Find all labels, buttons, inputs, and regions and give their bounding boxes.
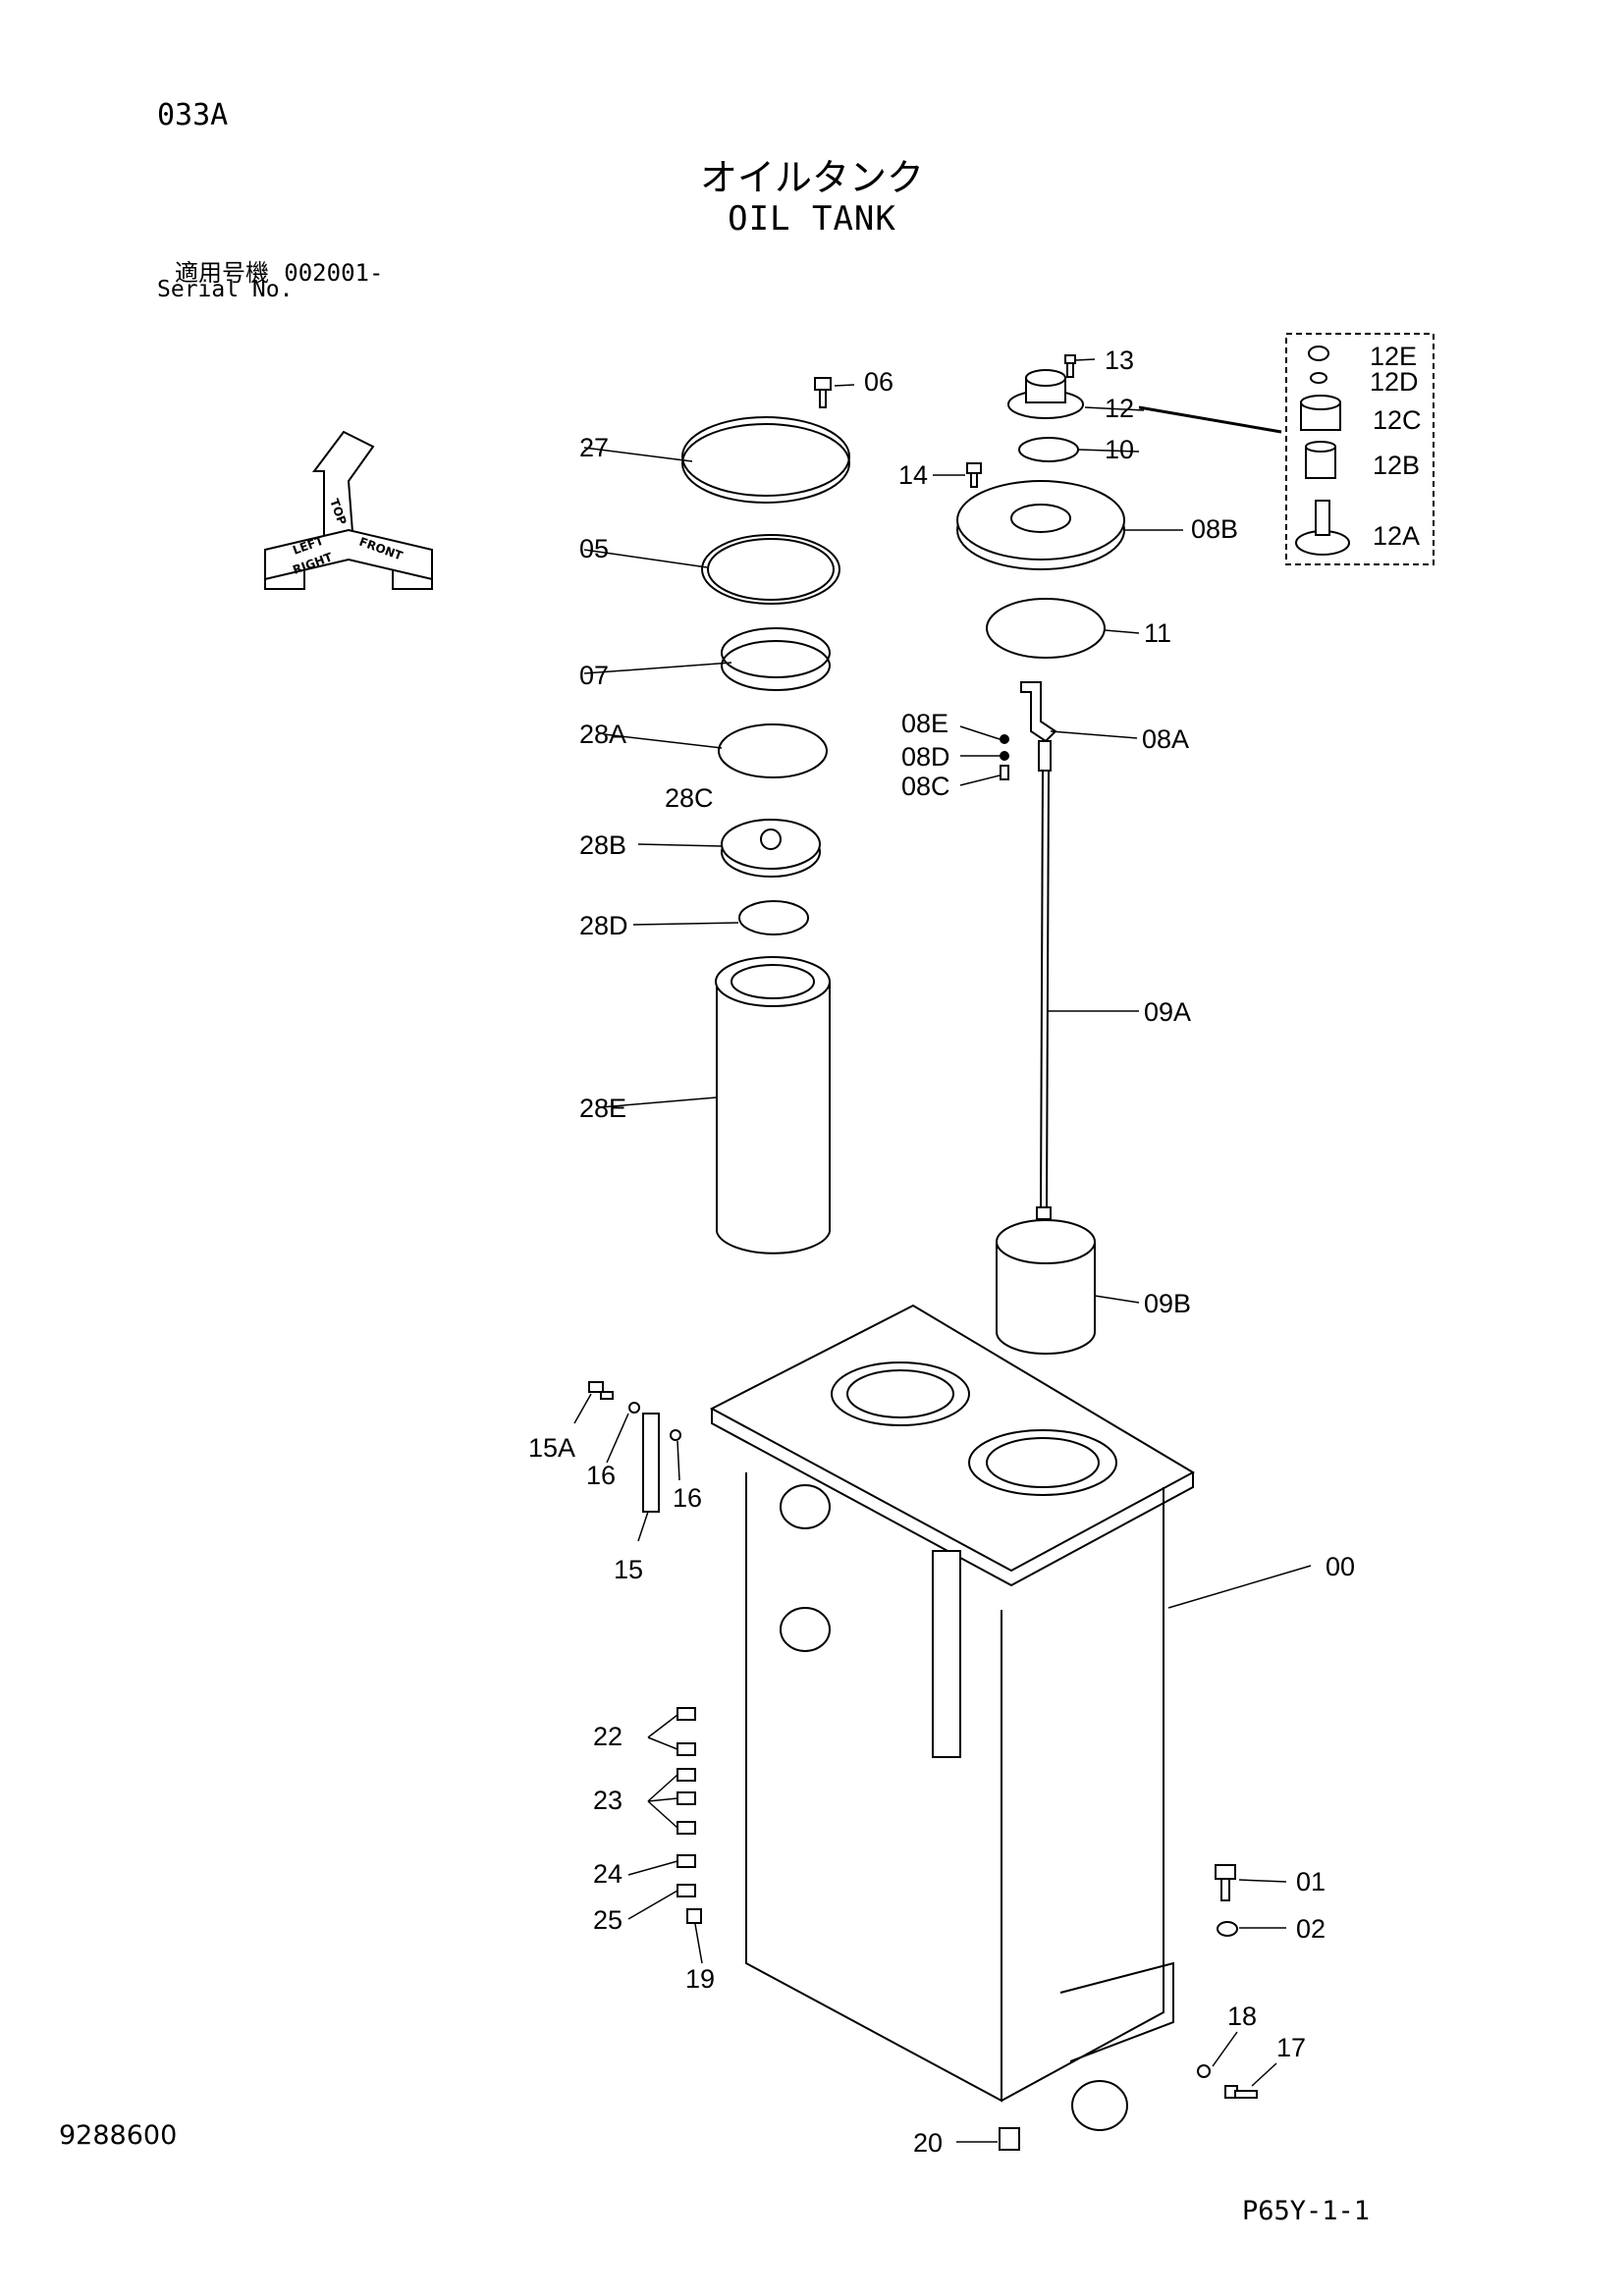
tank-body-00 <box>709 1304 1196 2131</box>
callout-15: 15 <box>614 1555 643 1584</box>
o-ring-10 <box>1018 437 1079 462</box>
washer-16b <box>670 1429 681 1441</box>
callout-20: 20 <box>913 2128 943 2158</box>
plug-20 <box>999 2127 1020 2151</box>
title-english: OIL TANK <box>728 199 896 239</box>
callout-07: 07 <box>579 661 609 690</box>
callout-10: 10 <box>1105 435 1134 464</box>
callout-13: 13 <box>1105 346 1134 375</box>
callout-28D: 28D <box>579 911 628 940</box>
nut-08E <box>1000 734 1009 744</box>
page-code: 033A <box>157 98 229 133</box>
element-12C <box>1300 395 1341 431</box>
washer-18 <box>1197 2064 1211 2078</box>
cover-27 <box>681 416 850 497</box>
callout-25: 25 <box>593 1905 623 1935</box>
serial-label-english: Serial No. <box>157 277 294 302</box>
serial-number: 002001- <box>284 259 384 287</box>
bolt-06 <box>814 377 832 408</box>
callout-18: 18 <box>1227 2002 1257 2031</box>
callout-15A: 15A <box>528 1433 575 1463</box>
callout-12E: 12E <box>1370 342 1417 371</box>
callout-16a: 16 <box>586 1461 616 1490</box>
filter-cap-28B <box>721 819 821 878</box>
washer-08D <box>1000 751 1009 761</box>
callout-17: 17 <box>1276 2033 1306 2062</box>
nut-12D <box>1310 372 1327 384</box>
callout-09B: 09B <box>1144 1289 1191 1318</box>
level-rod-09A <box>1036 740 1052 1220</box>
title-japanese: オイルタンク <box>699 156 924 199</box>
callout-28E: 28E <box>579 1094 626 1123</box>
bracket-08A <box>1020 681 1057 743</box>
cover-plate-08B <box>956 480 1125 570</box>
serial-label-japanese: 適用号機 <box>175 259 269 287</box>
callout-labels: 06 27 05 07 28A 28C 28B 28D 28E 14 13 12… <box>528 342 1422 2158</box>
washer-16a <box>628 1402 640 1414</box>
base-12A <box>1295 500 1350 556</box>
callout-08A: 08A <box>1142 724 1189 754</box>
page-reference: P65Y-1-1 <box>1242 2196 1371 2226</box>
screw-08C <box>1000 765 1009 780</box>
callout-06: 06 <box>864 367 893 397</box>
filter-element-28E <box>715 956 831 1255</box>
spring-07 <box>721 627 831 678</box>
suction-filter-09B <box>996 1219 1096 1355</box>
callout-24: 24 <box>593 1859 623 1889</box>
callout-12D: 12D <box>1370 367 1419 397</box>
callout-19: 19 <box>685 1964 715 1994</box>
orientation-indicator: TOP FRONT RIGHT LEFT <box>264 430 433 590</box>
callout-00: 00 <box>1326 1552 1355 1581</box>
callout-01: 01 <box>1296 1867 1326 1896</box>
callout-16b: 16 <box>673 1483 702 1513</box>
bolt-15A <box>588 1381 614 1400</box>
bolt-01 <box>1215 1864 1236 1901</box>
callout-28C: 28C <box>665 783 714 813</box>
callout-08B: 08B <box>1191 514 1238 544</box>
o-ring-28D <box>738 900 809 935</box>
bolt-17 <box>1224 2085 1258 2099</box>
callout-27: 27 <box>579 433 609 462</box>
bolt-14 <box>966 462 982 488</box>
callout-28A: 28A <box>579 720 626 749</box>
serial-label-row: 適用号機 002001- <box>175 253 383 288</box>
callout-12A: 12A <box>1373 521 1420 551</box>
callout-28B: 28B <box>579 830 626 860</box>
callout-12B: 12B <box>1373 451 1420 480</box>
callout-11: 11 <box>1144 618 1171 648</box>
callout-08D: 08D <box>901 742 950 772</box>
breather-12 <box>1007 369 1084 419</box>
washer-02 <box>1217 1921 1238 1937</box>
callout-22: 22 <box>593 1722 623 1751</box>
callout-12: 12 <box>1105 394 1134 423</box>
callout-09A: 09A <box>1144 997 1191 1027</box>
screw-13 <box>1064 354 1076 378</box>
plate-15 <box>642 1413 660 1513</box>
callout-14: 14 <box>898 460 928 490</box>
leader-lines <box>573 358 1312 2143</box>
o-ring-05 <box>701 534 840 605</box>
fittings-group <box>677 1707 702 1924</box>
callout-08C: 08C <box>901 772 950 801</box>
callout-05: 05 <box>579 534 609 563</box>
cap-12E <box>1308 346 1329 361</box>
callout-12C: 12C <box>1373 405 1422 435</box>
breather-detail-box <box>1285 333 1435 565</box>
callout-02: 02 <box>1296 1914 1326 1944</box>
ring-28A <box>718 723 828 778</box>
document-number: 9288600 <box>59 2120 178 2151</box>
o-ring-11 <box>986 598 1106 659</box>
callout-08E: 08E <box>901 709 948 738</box>
filter-12B <box>1305 441 1336 479</box>
callout-23: 23 <box>593 1786 623 1815</box>
